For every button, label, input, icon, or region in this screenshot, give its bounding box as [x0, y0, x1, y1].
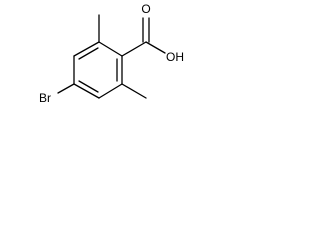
ring-bond-c4-c5-inner	[78, 80, 99, 93]
hydroxyl-bond	[145, 41, 166, 54]
oxygen-label: O	[141, 2, 150, 16]
hydroxyl-label: OH	[166, 50, 184, 64]
bromine-bond	[57, 83, 75, 94]
ring-bond-c4-c5	[73, 83, 100, 99]
ring-bond-c1-c2	[98, 41, 123, 57]
ring-bond-c2-c3-inner	[78, 47, 99, 60]
structure-diagram: O OH Br	[39, 2, 184, 105]
carboxyl-carbon-bond	[121, 41, 147, 57]
ring-bond-c2-c3	[73, 41, 100, 57]
ring-bond-c5-c6	[98, 83, 123, 99]
bromine-label: Br	[39, 91, 51, 105]
methyl-bottom-bond	[121, 83, 147, 99]
